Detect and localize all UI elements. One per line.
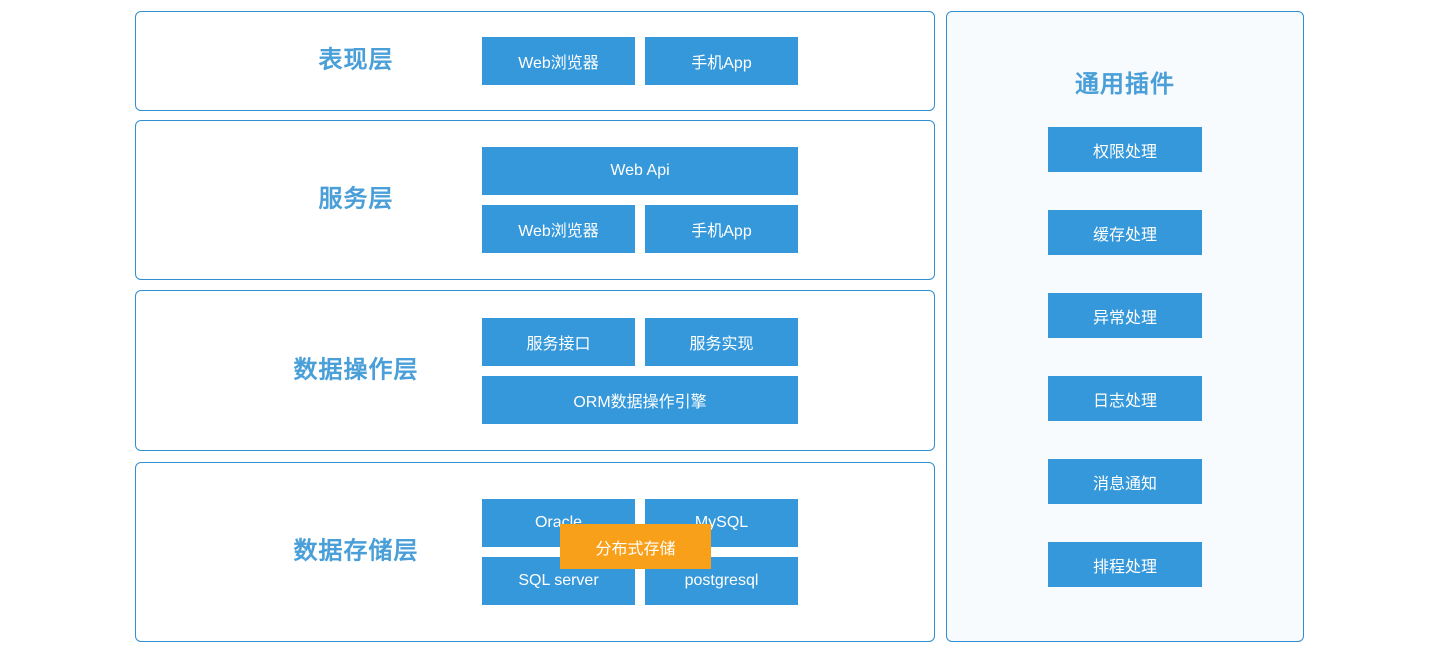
layer-box-group: 服务接口 服务实现 ORM数据操作引擎 xyxy=(482,291,798,450)
component-box[interactable]: Web Api xyxy=(482,147,798,195)
layer-title: 服务层 xyxy=(318,185,394,213)
plugin-panel: 通用插件 权限处理 缓存处理 异常处理 日志处理 消息通知 排程处理 xyxy=(946,11,1304,642)
layer-box-group: Web Api Web浏览器 手机App xyxy=(482,121,798,279)
layer-title: 数据操作层 xyxy=(293,356,419,384)
component-box[interactable]: 服务接口 xyxy=(482,317,635,366)
layer-panel-service: 服务层 Web Api Web浏览器 手机App xyxy=(135,120,935,280)
box-row: 服务接口 服务实现 xyxy=(482,317,798,366)
plugin-panel-title: 通用插件 xyxy=(1075,71,1175,98)
layer-title: 数据存储层 xyxy=(293,537,419,565)
layer-panel-presentation: 表现层 Web浏览器 手机App xyxy=(135,11,935,111)
box-row: ORM数据操作引擎 xyxy=(482,375,798,424)
distributed-storage-callout[interactable]: 分布式存储 xyxy=(560,524,711,569)
box-row: Web Api xyxy=(482,147,798,195)
component-box[interactable]: 手机App xyxy=(645,37,798,85)
layer-panel-data-operation: 数据操作层 服务接口 服务实现 ORM数据操作引擎 xyxy=(135,290,935,451)
component-box[interactable]: 服务实现 xyxy=(645,317,798,366)
layer-box-group: Web浏览器 手机App xyxy=(482,12,798,110)
box-row: Web浏览器 手机App xyxy=(482,37,798,85)
component-box[interactable]: ORM数据操作引擎 xyxy=(482,375,798,424)
plugin-item[interactable]: 缓存处理 xyxy=(1048,210,1202,255)
plugin-item[interactable]: 权限处理 xyxy=(1048,127,1202,172)
component-box[interactable]: Web浏览器 xyxy=(482,37,635,85)
plugin-item[interactable]: 日志处理 xyxy=(1048,376,1202,421)
plugin-item[interactable]: 异常处理 xyxy=(1048,293,1202,338)
plugin-list: 权限处理 缓存处理 异常处理 日志处理 消息通知 排程处理 xyxy=(1048,127,1202,587)
layer-panel-data-storage: 数据存储层 Oracle MySQL SQL server postgresql xyxy=(135,462,935,642)
plugin-item[interactable]: 消息通知 xyxy=(1048,459,1202,504)
component-box[interactable]: Web浏览器 xyxy=(482,205,635,253)
plugin-item[interactable]: 排程处理 xyxy=(1048,542,1202,587)
box-row: Web浏览器 手机App xyxy=(482,205,798,253)
layer-title: 表现层 xyxy=(318,46,394,74)
component-box[interactable]: 手机App xyxy=(645,205,798,253)
